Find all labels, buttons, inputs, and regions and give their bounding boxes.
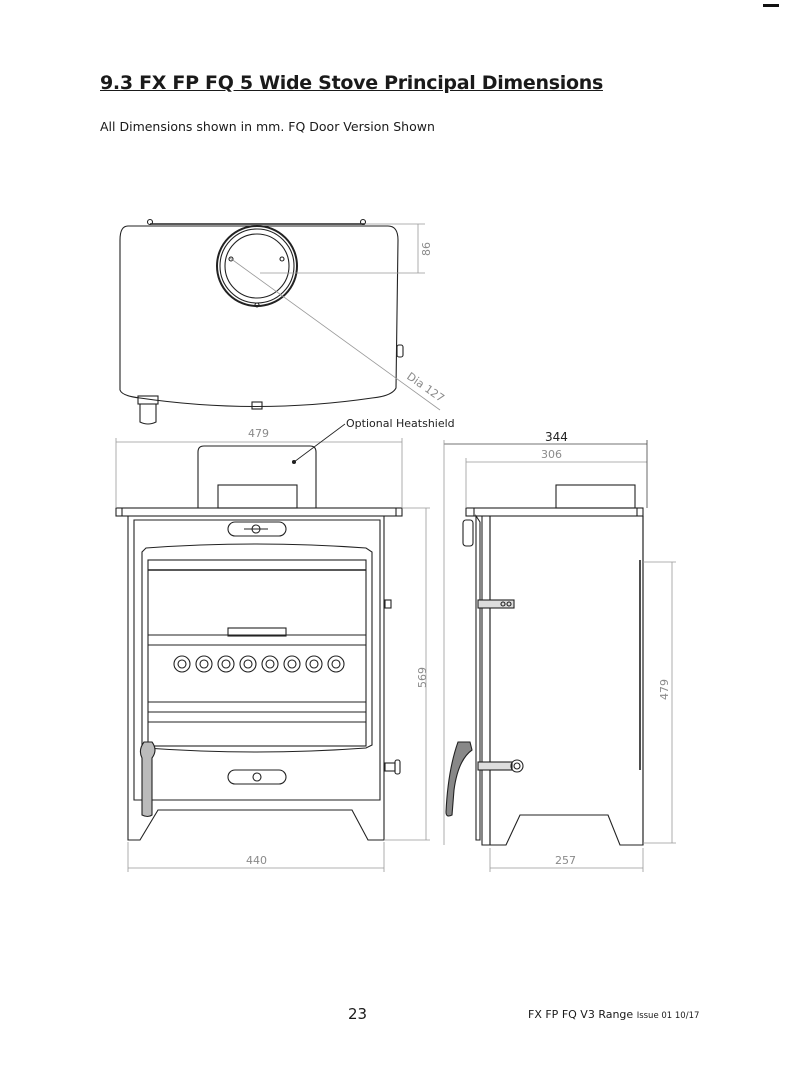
front-view xyxy=(115,445,403,841)
document-issue: Issue 01 10/17 xyxy=(636,1011,700,1021)
dim-body-depth: 257 xyxy=(555,854,576,867)
page-number: 23 xyxy=(348,1005,368,1023)
dim-overall-width: 479 xyxy=(248,427,269,440)
dim-flue-offset: 86 xyxy=(420,242,433,256)
dim-height: 569 xyxy=(416,667,429,688)
document-name: FX FP FQ V3 Range xyxy=(528,1008,634,1021)
dim-top-depth: 306 xyxy=(541,448,562,461)
heatshield-callout: Optional Heatshield xyxy=(346,417,455,430)
dim-overall-depth: 344 xyxy=(545,430,568,444)
document-footer: FX FP FQ V3 Range Issue 01 10/17 xyxy=(528,1008,699,1021)
top-view xyxy=(119,218,404,425)
section-subtitle: All Dimensions shown in mm. FQ Door Vers… xyxy=(100,119,435,134)
dim-body-width: 440 xyxy=(246,854,267,867)
dim-flue-height: 479 xyxy=(658,679,671,700)
side-view xyxy=(445,484,644,846)
section-title: 9.3 FX FP FQ 5 Wide Stove Principal Dime… xyxy=(100,72,603,94)
corner-mark xyxy=(763,4,779,7)
